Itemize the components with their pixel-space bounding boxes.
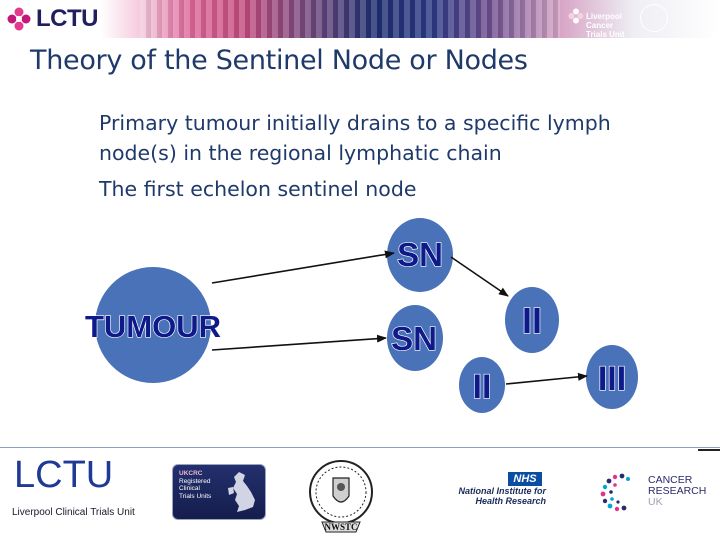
nihr-line: Health Research <box>475 496 546 506</box>
iii-node <box>586 345 638 409</box>
lctu-logo: LCTU <box>6 4 106 34</box>
iii-label: III <box>598 360 626 398</box>
footer-divider <box>0 447 720 448</box>
slide-title: Theory of the Sentinel Node or Nodes <box>30 45 528 76</box>
nwstc-logo: NWSTC <box>306 458 376 538</box>
header-banner: LCTU Liverpool Cancer Trials Unit <box>0 0 720 38</box>
footer-divider-mark <box>698 449 720 451</box>
cruk-line: UK <box>648 496 663 508</box>
cancer-research-uk-logo: CANCER RESEARCH UK <box>596 470 712 514</box>
nhs-logo: NHS <box>508 472 542 486</box>
nihr-logo: NHS National Institute for Health Resear… <box>424 472 546 512</box>
arrow-sn-top-to-ii <box>450 256 509 297</box>
tumour-node <box>95 267 211 383</box>
footer-lctu-logo: LCTU <box>14 454 114 496</box>
arrow-ii-to-iii <box>505 372 588 385</box>
cancer-research-text: CANCER RESEARCH UK <box>648 475 706 508</box>
banner-logo-line-1: Liverpool Cancer <box>586 12 623 30</box>
sentinel-node-diagram: TUMOUR SN SN II II III <box>84 218 638 413</box>
banner-logo-line-2: Trials Unit <box>586 30 625 38</box>
tumour-label: TUMOUR <box>85 309 221 344</box>
ii-node-right <box>505 287 559 353</box>
cruk-line: RESEARCH <box>648 485 707 497</box>
sn-node-top <box>387 218 453 292</box>
ukcrc-logo: UKCRC Registered Clinical Trials Units <box>172 464 266 520</box>
ukcrc-line: Trials Units <box>179 492 212 500</box>
bullet-item: Primary tumour initially drains to a spe… <box>99 111 611 165</box>
ukcrc-line: Registered <box>179 477 211 485</box>
crest-icon: NWSTC <box>309 460 373 533</box>
cancer-research-dots-icon <box>600 473 630 512</box>
nihr-text: National Institute for Health Research <box>424 486 547 506</box>
ukcrc-logo-text: UKCRC Registered Clinical Trials Units <box>179 470 231 500</box>
bullet-item: The first echelon sentinel node <box>99 177 417 201</box>
uk-map-icon <box>228 472 255 512</box>
ukcrc-line: Clinical <box>179 485 200 492</box>
sn-label-middle: SN <box>391 320 437 357</box>
cruk-line: CANCER <box>648 474 693 486</box>
ii-label-bottom: II <box>473 368 492 406</box>
footer-lctu-subtitle: Liverpool Clinical Trials Unit <box>12 507 135 518</box>
nihr-line: National Institute for <box>458 486 547 496</box>
nwstc-label: NWSTC <box>324 522 357 532</box>
flower-icon <box>568 8 584 24</box>
flower-icon <box>7 7 31 31</box>
arrow-tumour-to-sn-middle <box>211 334 387 351</box>
ii-label-right: II <box>522 300 542 341</box>
sn-label-top: SN <box>397 236 443 273</box>
arrow-tumour-to-sn-top <box>211 250 395 284</box>
brand-name: LCTU <box>36 5 98 32</box>
bullet-list: Primary tumour initially drains to a spe… <box>99 108 679 210</box>
banner-photo-strip <box>140 0 560 38</box>
ii-node-bottom <box>459 357 505 413</box>
heart-badge-icon <box>640 4 668 32</box>
ukcrc-line: UKCRC <box>179 470 203 477</box>
sn-node-middle <box>387 305 443 371</box>
liverpool-cancer-trials-logo: Liverpool Cancer Trials Unit <box>568 4 650 38</box>
